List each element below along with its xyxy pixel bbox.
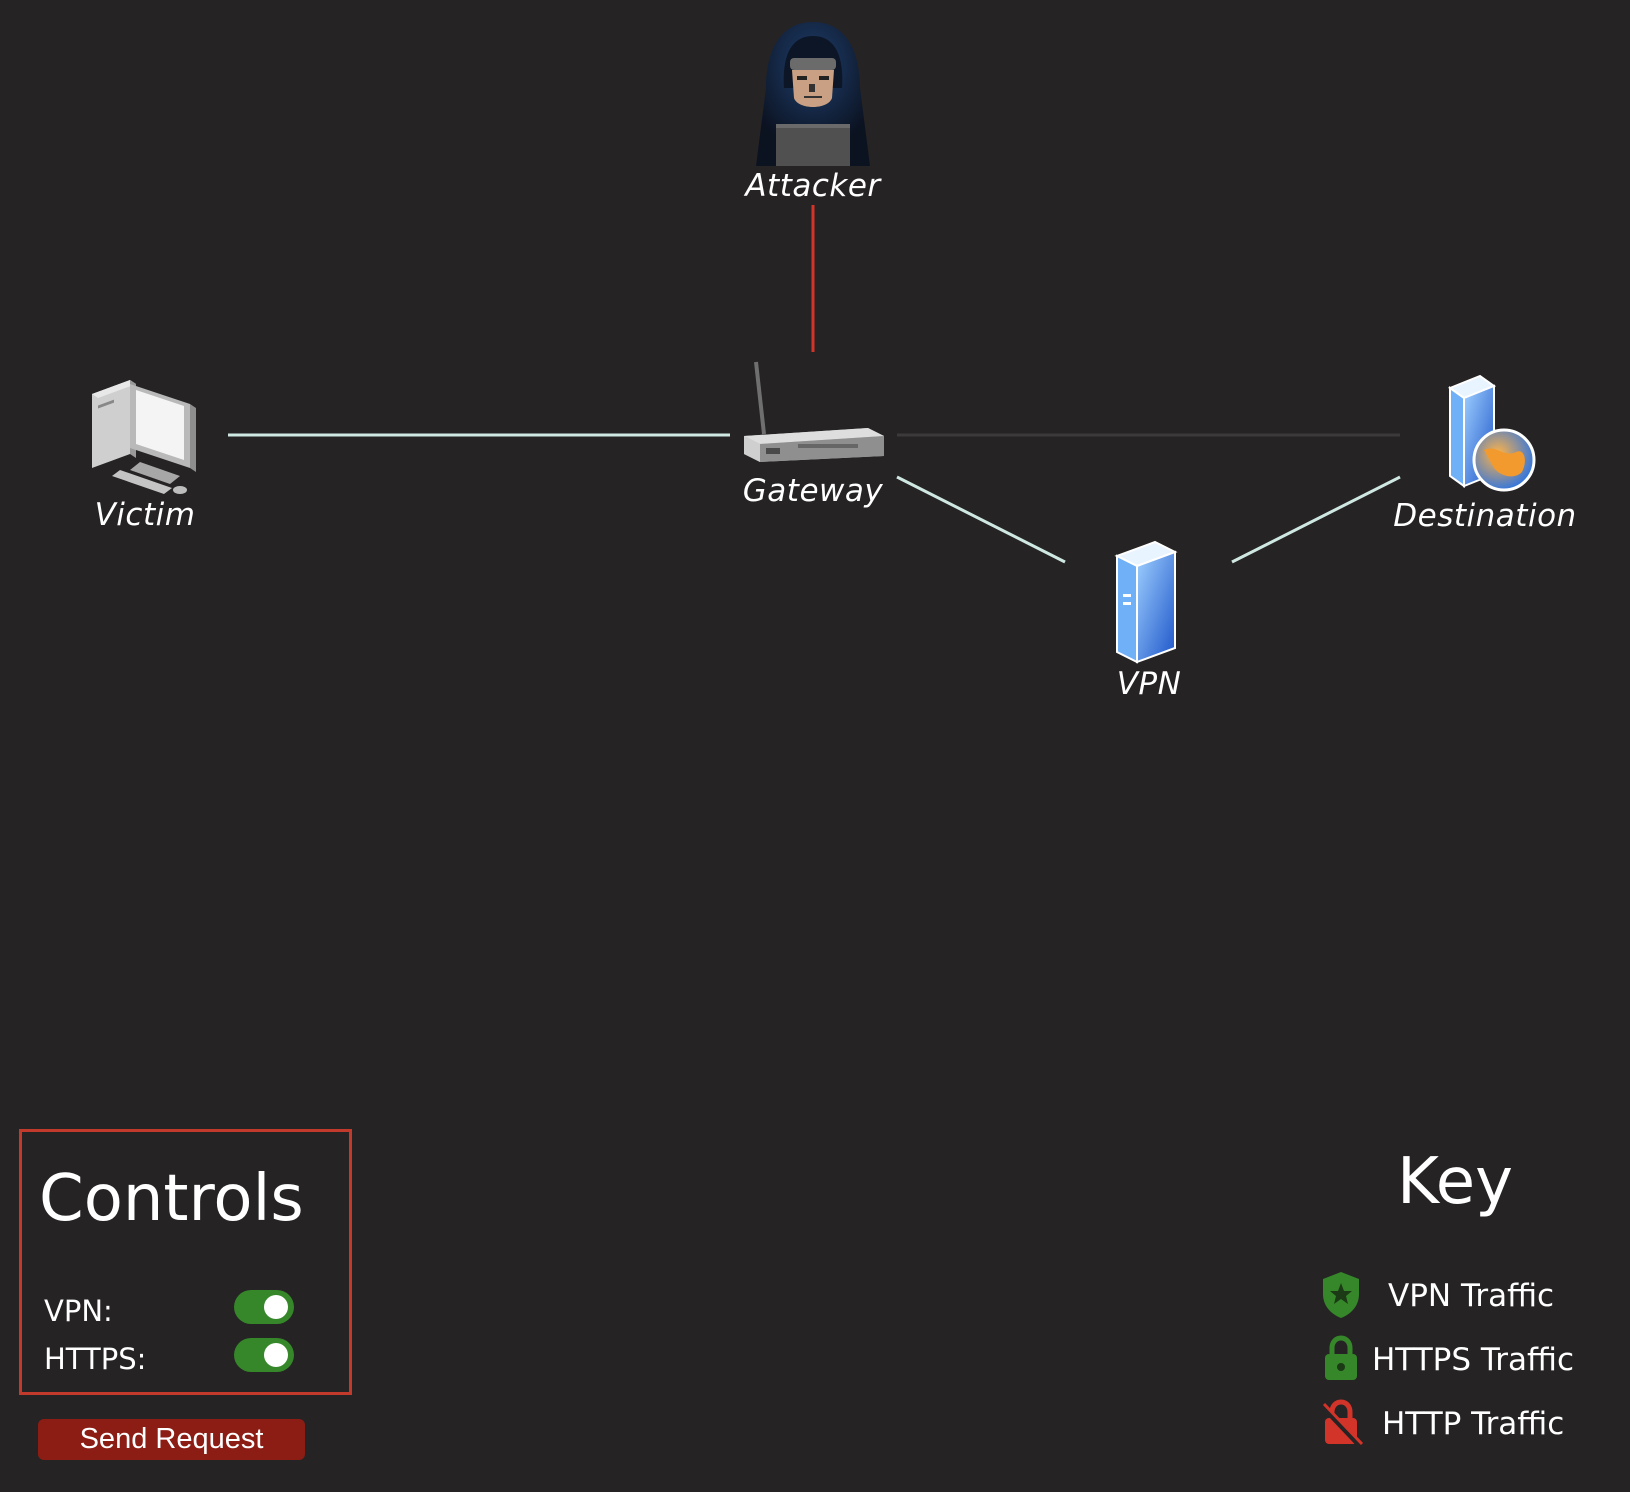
destination-label: Destination	[1393, 498, 1577, 534]
vpn-toggle-switch[interactable]	[234, 1290, 294, 1324]
key-title: Key	[1396, 1145, 1514, 1219]
https-toggle-row: HTTPS:	[44, 1338, 294, 1378]
router-icon	[744, 361, 884, 462]
web-server-icon	[1447, 374, 1536, 492]
gateway-label: Gateway	[742, 473, 884, 509]
gateway-node: Gateway	[713, 358, 913, 509]
lock-icon	[1325, 1335, 1357, 1380]
key-label-vpn-traffic: VPN Traffic	[1388, 1278, 1555, 1314]
unlocked-slash-icon	[1320, 1399, 1364, 1448]
desktop-computer-icon	[92, 380, 196, 494]
vpn-toggle-row: VPN:	[44, 1290, 294, 1330]
victim-label: Victim	[94, 497, 196, 533]
victim-node: Victim	[45, 372, 245, 533]
https-toggle-knob	[264, 1343, 288, 1367]
attacker-node: Attacker	[713, 18, 913, 204]
controls-panel: Controls VPN: HTTPS:	[19, 1129, 352, 1395]
vpn-destination-link	[1231, 475, 1401, 564]
attacker-label: Attacker	[745, 168, 881, 204]
key-label-https-traffic: HTTPS Traffic	[1372, 1342, 1574, 1378]
key-item-vpn-traffic: VPN Traffic	[1316, 1270, 1606, 1320]
destination-node: Destination	[1385, 368, 1585, 534]
key-item-https-traffic: HTTPS Traffic	[1316, 1334, 1606, 1384]
vpn-label: VPN	[1116, 666, 1182, 702]
shield-star-icon	[1323, 1272, 1359, 1318]
send-request-button[interactable]: Send Request	[38, 1419, 305, 1460]
hacker-icon	[756, 22, 870, 166]
vpn-toggle-knob	[264, 1295, 288, 1319]
controls-title: Controls	[39, 1162, 304, 1236]
vpn-node: VPN	[1049, 538, 1249, 702]
vpn-toggle-label: VPN:	[44, 1294, 113, 1328]
key-item-http-traffic: HTTP Traffic	[1316, 1398, 1606, 1448]
gateway-vpn-link	[896, 475, 1066, 564]
vpn-server-icon	[1114, 540, 1178, 664]
https-toggle-switch[interactable]	[234, 1338, 294, 1372]
key-label-http-traffic: HTTP Traffic	[1382, 1406, 1565, 1442]
https-toggle-label: HTTPS:	[44, 1342, 147, 1376]
